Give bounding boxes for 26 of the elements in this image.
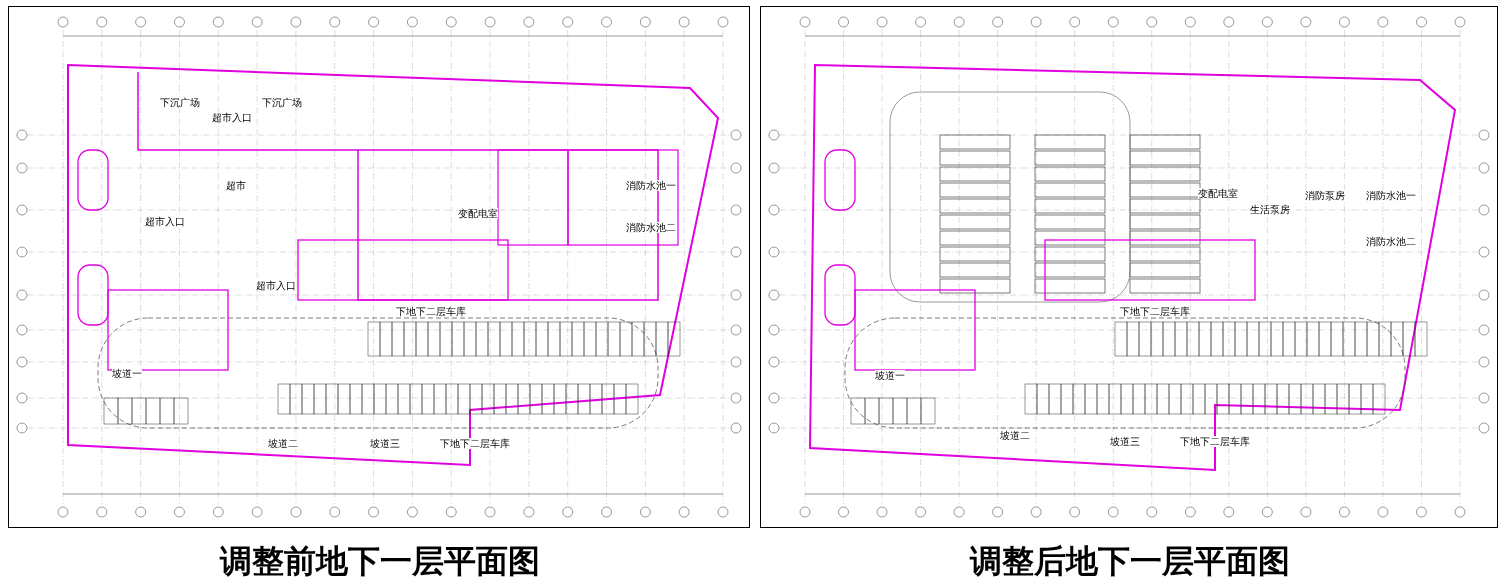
room-label: 下地下二层车库 [440, 438, 510, 449]
room-label: 消防水池二 [1366, 236, 1416, 247]
room-label: 下地下二层车库 [396, 306, 466, 317]
room-label: 消防泵房 [1305, 190, 1345, 201]
room-label: 坡道一 [875, 370, 905, 381]
room-label: 超市入口 [256, 280, 296, 291]
room-label: 生活泵房 [1250, 204, 1290, 215]
room-label: 消防水池二 [626, 222, 676, 233]
room-label: 坡道二 [268, 438, 298, 449]
room-label: 超市 [226, 180, 246, 191]
room-label: 变配电室 [458, 208, 498, 219]
room-label: 下地下二层车库 [1180, 436, 1250, 447]
room-label: 坡道一 [112, 368, 142, 379]
room-label: 消防水池一 [626, 180, 676, 191]
room-label: 消防水池一 [1366, 190, 1416, 201]
room-label: 变配电室 [1198, 188, 1238, 199]
room-label: 超市入口 [145, 216, 185, 227]
room-label: 下沉广场 [160, 97, 200, 108]
room-label: 坡道二 [1000, 430, 1030, 441]
room-label: 超市入口 [212, 112, 252, 123]
room-label: 下地下二层车库 [1120, 306, 1190, 317]
plan-caption: 调整后地下一层平面图 [970, 541, 1290, 582]
room-label: 下沉广场 [262, 97, 302, 108]
room-label: 坡道三 [370, 438, 400, 449]
room-label: 坡道三 [1110, 436, 1140, 447]
plan-caption: 调整前地下一层平面图 [220, 541, 540, 582]
